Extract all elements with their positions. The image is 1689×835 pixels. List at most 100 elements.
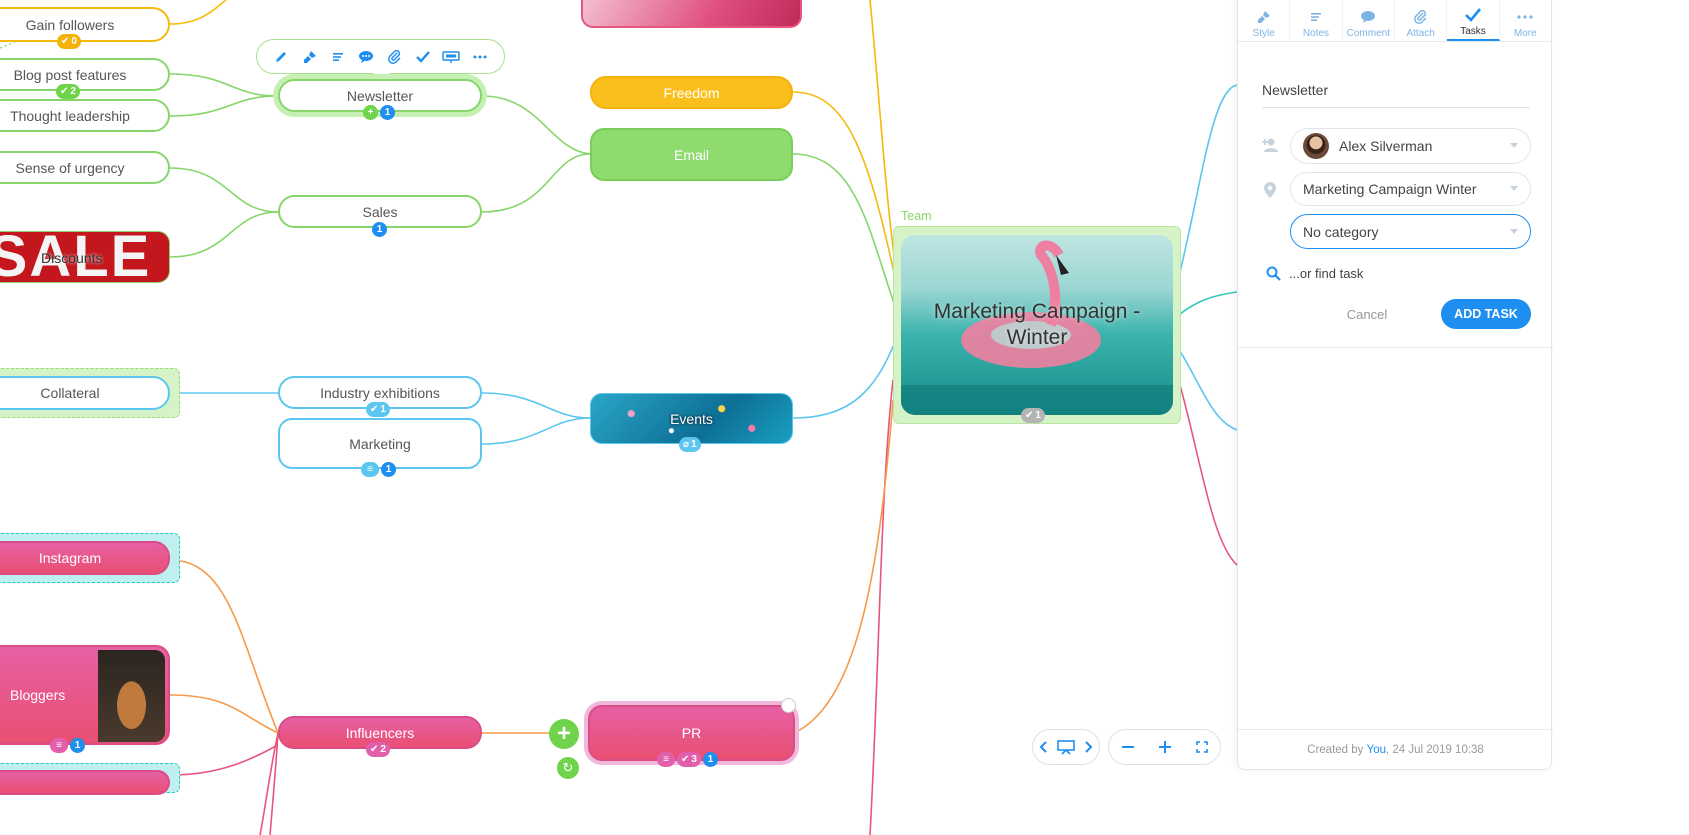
badge-group: ⌀1 — [679, 437, 701, 452]
node-label: Discounts — [41, 250, 103, 266]
cancel-button[interactable]: Cancel — [1346, 306, 1388, 322]
node-sense-of-urgency[interactable]: Sense of urgency — [0, 151, 170, 184]
node-freedom[interactable]: Freedom — [590, 76, 793, 109]
badge-group: 1 — [372, 222, 387, 237]
add-user-icon — [1260, 135, 1280, 155]
add-task-button[interactable]: ADD TASK — [1441, 299, 1531, 329]
attach-icon — [1412, 8, 1430, 26]
node-bloggers[interactable]: Bloggers — [0, 645, 170, 745]
node-label: Sense of urgency — [15, 159, 125, 176]
tasks-badge: ✔1 — [1021, 408, 1045, 423]
badge-group: ✔1 — [366, 402, 390, 417]
check-icon[interactable] — [414, 48, 432, 66]
node-label: Collateral — [40, 385, 100, 401]
cat-image — [98, 650, 165, 742]
present-icon[interactable] — [442, 48, 461, 66]
more-icon[interactable] — [471, 48, 489, 66]
add-node-button[interactable]: + — [549, 719, 579, 749]
comments-badge: 1 — [380, 105, 395, 120]
badge-group: ≡ 1 — [50, 738, 85, 753]
top-image-node[interactable] — [581, 0, 802, 28]
category-select[interactable]: No category — [1290, 214, 1531, 249]
notes-badge: ≡ — [657, 752, 675, 767]
task-title-field[interactable]: Newsletter — [1262, 72, 1530, 108]
node-label: Blog post features — [13, 66, 127, 83]
notes-icon[interactable] — [329, 48, 347, 66]
comments-badge: 1 — [702, 752, 718, 767]
central-node[interactable]: Marketing Campaign - Winter — [901, 235, 1173, 415]
badge-group: ≡ 1 — [361, 462, 396, 477]
comment-icon — [1359, 8, 1377, 26]
tab-style[interactable]: Style — [1238, 0, 1291, 41]
node-instagram[interactable]: Instagram — [0, 541, 170, 575]
tab-notes[interactable]: Notes — [1290, 0, 1343, 41]
comment-icon[interactable] — [357, 48, 375, 66]
node-thought-leadership[interactable]: Thought leadership — [0, 99, 170, 132]
badge-group: ✔0 — [57, 34, 81, 49]
node-partial-bottom[interactable] — [0, 770, 170, 795]
created-by-footer: Created by You , 24 Jul 2019 10:38 — [1238, 729, 1553, 769]
divider — [1238, 347, 1553, 348]
node-label: PR — [681, 725, 702, 741]
comments-badge: 1 — [70, 738, 85, 753]
tasks-badge: ✔2 — [56, 84, 80, 99]
attach-icon[interactable] — [386, 48, 404, 66]
pencil-icon[interactable] — [272, 48, 290, 66]
zoom-in-icon[interactable] — [1151, 733, 1179, 761]
notes-icon — [1307, 8, 1325, 26]
tab-tasks[interactable]: Tasks — [1447, 0, 1500, 41]
node-email[interactable]: Email — [590, 128, 793, 181]
tasks-badge: ✔2 — [366, 742, 390, 757]
reconnect-button[interactable]: ↻ — [557, 757, 579, 779]
node-label: Thought leadership — [10, 107, 130, 124]
tasks-badge: ✔1 — [366, 402, 390, 417]
zoom-controls — [1108, 729, 1221, 765]
comments-badge: 1 — [381, 462, 396, 477]
node-label: Events — [670, 410, 713, 427]
brush-icon — [1255, 8, 1273, 26]
resize-handle[interactable] — [781, 698, 796, 713]
comments-badge: 1 — [372, 222, 387, 237]
presentation-controls — [1032, 729, 1100, 765]
node-blog-post-features[interactable]: Blog post features — [0, 58, 170, 91]
chevron-down-icon — [1510, 228, 1518, 234]
node-marketing[interactable]: Marketing — [278, 418, 482, 469]
assign-icon: + — [363, 105, 378, 120]
fullscreen-icon[interactable] — [1188, 733, 1216, 761]
location-pin-icon — [1260, 180, 1280, 200]
assignee-select[interactable]: Alex Silverman — [1290, 128, 1531, 164]
node-label: Industry exhibitions — [320, 384, 440, 401]
chevron-right-icon[interactable] — [1082, 733, 1096, 761]
node-label: Newsletter — [346, 87, 414, 104]
node-label: Freedom — [663, 84, 720, 101]
side-panel: Style Notes Comment Attach Tasks More — [1237, 0, 1553, 770]
central-title: Marketing Campaign - Winter — [933, 300, 1141, 349]
node-events[interactable]: Events — [590, 393, 793, 444]
node-pr[interactable]: PR — [588, 705, 795, 761]
node-gain-followers[interactable]: Gain followers — [0, 7, 170, 42]
node-toolbar — [256, 39, 505, 74]
chevron-left-icon[interactable] — [1036, 733, 1050, 761]
presentation-icon[interactable] — [1056, 733, 1076, 761]
node-label: Gain followers — [25, 16, 115, 33]
tab-more[interactable]: More — [1500, 0, 1551, 41]
panel-tabs: Style Notes Comment Attach Tasks More — [1238, 0, 1551, 42]
tab-comment[interactable]: Comment — [1343, 0, 1395, 41]
node-collateral[interactable]: Collateral — [0, 376, 170, 410]
tab-attach[interactable]: Attach — [1395, 0, 1448, 41]
node-label: Email — [673, 146, 709, 163]
more-icon — [1516, 8, 1534, 26]
avatar — [1303, 133, 1329, 159]
notes-badge: ≡ — [361, 462, 379, 477]
find-task-link[interactable]: ...or find task — [1266, 266, 1363, 281]
zoom-out-icon[interactable] — [1114, 733, 1142, 761]
node-label: Influencers — [345, 724, 415, 741]
author-link[interactable]: You — [1366, 743, 1386, 756]
badge-group: ≡ ✔3 1 — [657, 752, 718, 767]
project-select[interactable]: Marketing Campaign Winter — [1290, 172, 1531, 206]
badge-group: ✔2 — [366, 742, 390, 757]
brush-icon[interactable] — [301, 48, 319, 66]
node-discounts[interactable]: SALE Discounts — [0, 231, 170, 283]
notes-badge: ≡ — [50, 738, 68, 753]
